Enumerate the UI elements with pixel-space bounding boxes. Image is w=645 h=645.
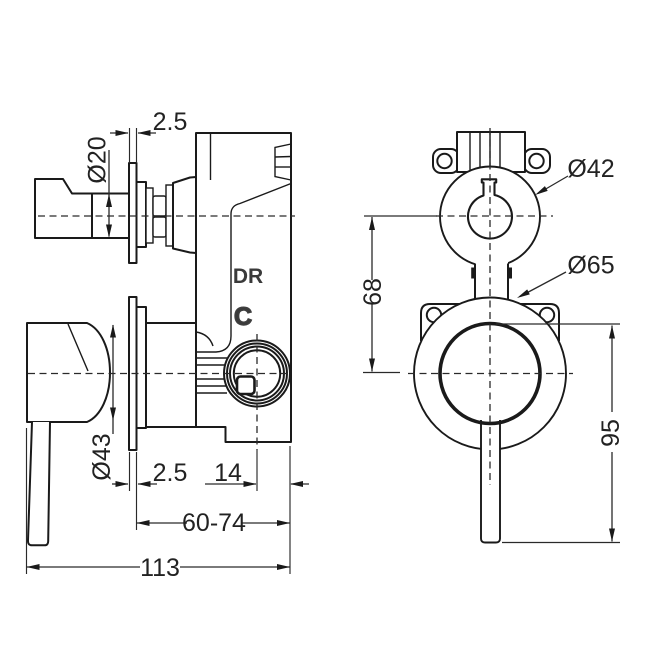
dim-spindle-diameter: Ø20 xyxy=(84,136,112,183)
body-marking-dr: DR xyxy=(233,265,263,288)
dim-installation-depth: 60-74 xyxy=(182,509,246,537)
side-view-body: DR C xyxy=(195,132,292,443)
diverter-knob xyxy=(34,178,93,239)
front-view-neck xyxy=(471,258,512,304)
mixer-handle-base xyxy=(26,322,111,423)
dim-lower-escutcheon-diameter: Ø65 xyxy=(567,252,614,280)
screw-hole-right xyxy=(528,152,545,170)
dim-handle-reach: 95 xyxy=(597,419,625,447)
front-view-diverter-bracket xyxy=(432,131,551,174)
side-view-mixer-assembly xyxy=(26,296,197,547)
front-view-upper-escutcheon xyxy=(439,165,541,268)
side-view-diverter-assembly xyxy=(34,162,197,264)
body-marking-c: C xyxy=(234,303,252,331)
upper-wall-plate xyxy=(128,162,138,264)
front-lever xyxy=(480,420,501,544)
mixer-boss xyxy=(145,322,197,428)
side-view: DR C xyxy=(26,132,292,547)
dim-top-plate-thickness: 2.5 xyxy=(153,108,188,136)
screw-hole-left xyxy=(436,152,453,170)
dim-body-diameter: Ø43 xyxy=(88,433,116,480)
dimensions: 2.5 Ø20 Ø42 Ø65 68 95 Ø43 2.5 14 60-74 1… xyxy=(25,108,625,582)
centerlines xyxy=(28,128,573,485)
dim-bottom-plate-thickness: 2.5 xyxy=(153,459,188,487)
dim-center-spacing: 68 xyxy=(359,278,387,306)
mixer-lever xyxy=(26,421,51,547)
dim-overall-length: 113 xyxy=(140,554,180,582)
dim-outlet-to-face: 14 xyxy=(214,459,242,487)
outlet-keyway-notch xyxy=(235,375,256,396)
dim-upper-escutcheon-diameter: Ø42 xyxy=(567,155,614,183)
